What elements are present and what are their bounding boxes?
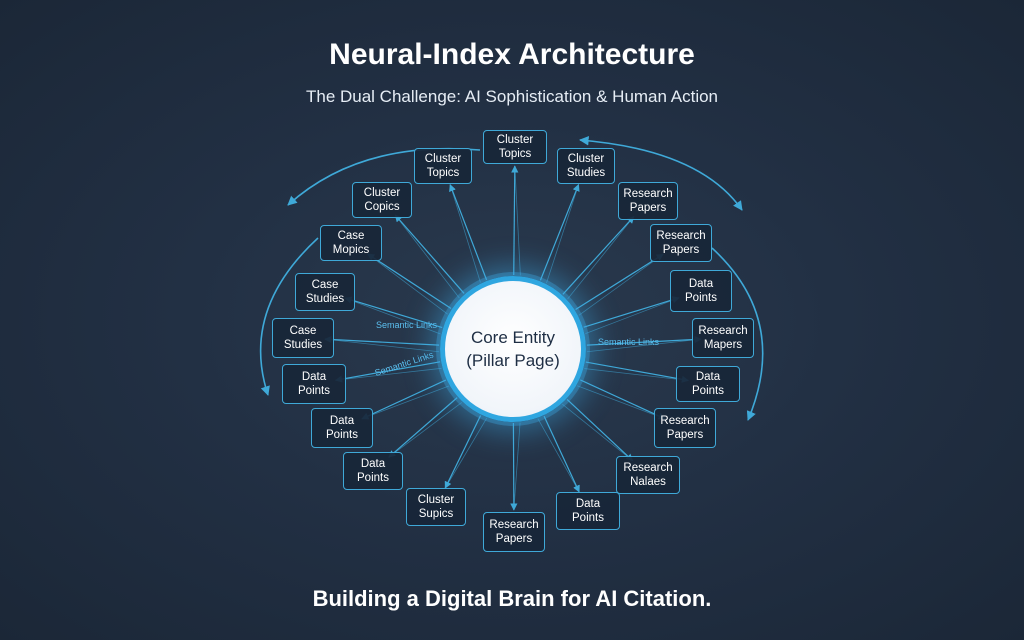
top-right-arc bbox=[579, 135, 743, 211]
spoke-secondary-6 bbox=[578, 253, 664, 316]
spoke-secondary-2 bbox=[546, 184, 579, 284]
spoke-2 bbox=[539, 183, 580, 281]
spoke-7 bbox=[344, 296, 443, 329]
spoke-11 bbox=[334, 361, 441, 383]
node-19: Research Papers bbox=[483, 512, 545, 552]
tagline: Building a Digital Brain for AI Citation… bbox=[312, 586, 712, 611]
spoke-secondary-18 bbox=[537, 418, 580, 493]
spokes bbox=[324, 165, 702, 511]
spoke-17 bbox=[444, 415, 482, 489]
spoke-16 bbox=[566, 399, 634, 462]
spoke-3 bbox=[394, 214, 465, 294]
semantic-link-label-right: Semantic Links bbox=[598, 337, 660, 347]
node-8: Data Points bbox=[670, 270, 732, 312]
spoke-secondary-1 bbox=[449, 184, 481, 283]
spoke-8 bbox=[583, 296, 680, 328]
spoke-secondary-3 bbox=[394, 214, 460, 299]
spoke-18 bbox=[543, 415, 580, 493]
spoke-secondary-10 bbox=[586, 338, 702, 353]
spoke-secondary-4 bbox=[567, 216, 635, 300]
node-5: Case Mopics bbox=[320, 225, 382, 261]
left-arc bbox=[259, 237, 319, 396]
spoke-secondary-15 bbox=[388, 402, 463, 458]
semantic-link-label-left: Semantic Links bbox=[376, 320, 438, 330]
node-14: Research Papers bbox=[654, 408, 716, 448]
spoke-secondary-16 bbox=[562, 403, 633, 461]
spoke-secondary-0 bbox=[514, 165, 521, 276]
node-10: Research Mapers bbox=[692, 318, 754, 358]
node-4: Research Papers bbox=[618, 182, 678, 220]
node-2: Cluster Studies bbox=[557, 148, 615, 184]
spoke-10 bbox=[586, 335, 702, 346]
spoke-secondary-7 bbox=[344, 297, 441, 335]
node-9: Case Studies bbox=[272, 318, 334, 358]
spoke-secondary-5 bbox=[367, 253, 448, 315]
node-6: Research Papers bbox=[650, 224, 712, 262]
spoke-secondary-9 bbox=[324, 338, 440, 353]
node-18: Data Points bbox=[556, 492, 620, 530]
semantic-link-label-left-lower: Semantic Links bbox=[374, 349, 436, 378]
node-16: Research Nalaes bbox=[616, 456, 680, 494]
spoke-12 bbox=[585, 361, 690, 383]
node-0: Cluster Topics bbox=[483, 130, 547, 164]
spoke-secondary-11 bbox=[335, 367, 442, 381]
spoke-5 bbox=[367, 253, 452, 309]
spoke-13 bbox=[361, 379, 447, 420]
spoke-15 bbox=[388, 397, 458, 458]
right-arc bbox=[711, 247, 764, 421]
spoke-secondary-8 bbox=[585, 297, 680, 335]
spoke-secondary-17 bbox=[444, 417, 488, 489]
spoke-9 bbox=[324, 335, 440, 346]
spoke-0 bbox=[511, 165, 519, 276]
node-12: Data Points bbox=[676, 366, 740, 402]
spoke-6 bbox=[575, 253, 664, 311]
spoke-secondary-13 bbox=[361, 385, 450, 420]
node-15: Data Points bbox=[343, 452, 403, 490]
node-1: Cluster Topics bbox=[414, 148, 472, 184]
spoke-14 bbox=[579, 379, 666, 420]
spoke-secondary-19 bbox=[513, 422, 521, 511]
spoke-secondary-12 bbox=[584, 368, 689, 381]
node-13: Data Points bbox=[311, 408, 373, 448]
node-11: Data Points bbox=[282, 364, 346, 404]
diagram-subtitle: The Dual Challenge: AI Sophistication & … bbox=[305, 87, 719, 106]
node-7: Case Studies bbox=[295, 273, 355, 311]
core-entity-node: Core Entity (Pillar Page) bbox=[440, 276, 586, 422]
node-3: Cluster Copics bbox=[352, 182, 412, 218]
spoke-4 bbox=[562, 215, 635, 295]
spoke-1 bbox=[449, 184, 488, 281]
spoke-secondary-14 bbox=[577, 385, 666, 420]
node-17: Cluster Supics bbox=[406, 488, 466, 526]
diagram-title: Neural-Index Architecture bbox=[329, 38, 695, 71]
